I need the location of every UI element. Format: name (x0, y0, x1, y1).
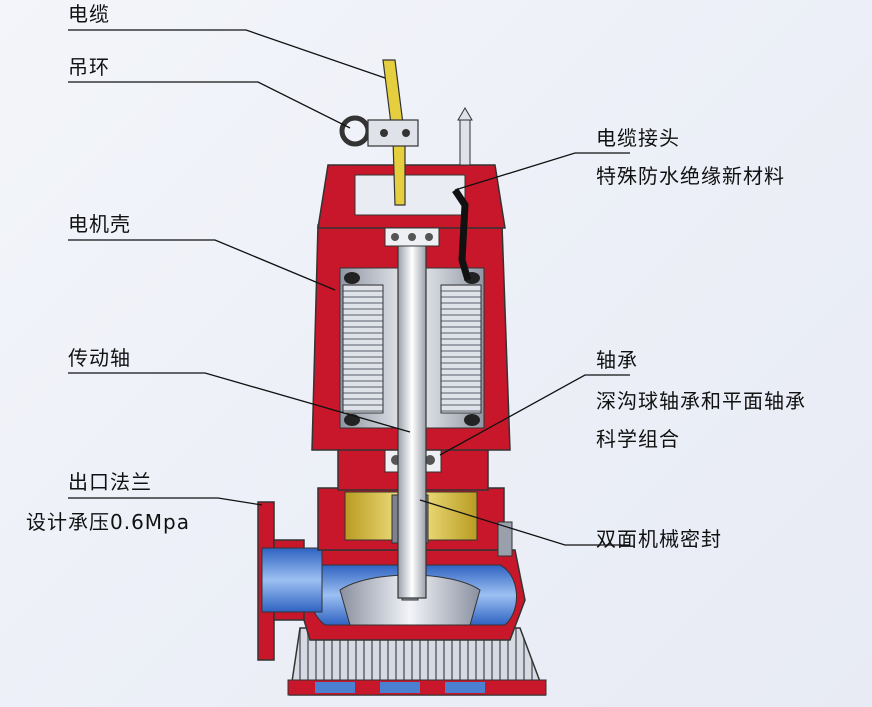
leader-motor-housing (68, 239, 336, 291)
label-cable: 电缆 (68, 2, 110, 26)
label-drive-shaft: 传动轴 (68, 346, 131, 370)
label-bearing: 轴承 (596, 348, 638, 372)
leader-cable (68, 29, 386, 79)
leader-lines (68, 29, 630, 546)
label-outlet-flange: 出口法兰 (68, 470, 152, 494)
leader-mechanical-seal (419, 499, 630, 546)
label-bearing-desc-1: 深沟球轴承和平面轴承 (596, 389, 806, 413)
junction-chamber (354, 174, 466, 216)
label-motor-housing: 电机壳 (68, 212, 131, 236)
drive-shaft (397, 237, 427, 599)
label-cable-joint: 电缆接头 (596, 126, 680, 150)
internal-wire (452, 188, 472, 282)
lifting-ring-part (339, 115, 371, 147)
label-lifting-ring: 吊环 (68, 55, 110, 79)
leader-bearing (439, 374, 630, 456)
label-cable-joint-desc: 特殊防水绝缘新材料 (596, 164, 785, 188)
label-bearing-desc-2: 科学组合 (596, 427, 680, 451)
leader-outlet-flange (68, 497, 263, 506)
leader-lifting-ring (68, 81, 351, 129)
winding-left (342, 284, 384, 414)
label-outlet-flange-desc: 设计承压0.6Mpa (26, 510, 191, 534)
leader-drive-shaft (68, 372, 411, 433)
leader-cable-joint (454, 152, 630, 191)
pump-body (257, 59, 547, 696)
outlet-flange (257, 501, 323, 661)
label-mechanical-seal: 双面机械密封 (596, 527, 722, 551)
winding-right (440, 284, 482, 414)
